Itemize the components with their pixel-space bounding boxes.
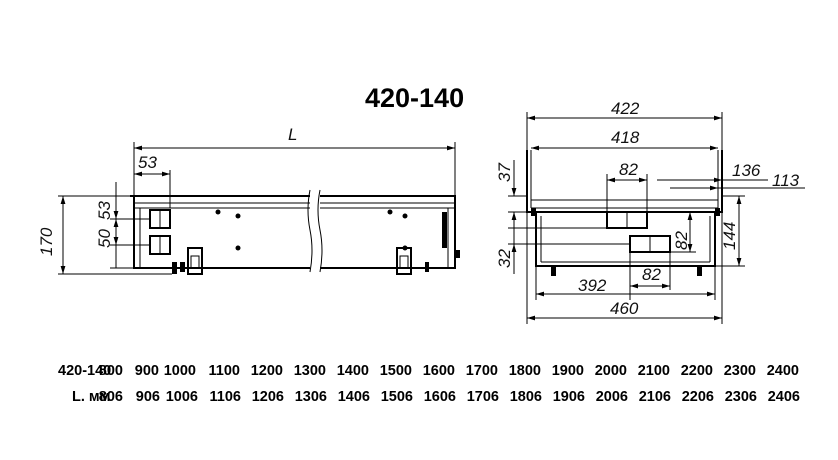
- row1-cell-16: 2300: [724, 363, 756, 379]
- row2-cell-5: 1206: [252, 389, 284, 405]
- row2-cell-11: 1806: [510, 389, 542, 405]
- row1-cell-1: 800: [99, 363, 123, 379]
- dim-422: 422: [611, 99, 640, 118]
- dim-53-side: 53: [95, 201, 114, 220]
- dim-length: L: [288, 125, 297, 144]
- dim-53-top: 53: [138, 153, 157, 172]
- row1-cell-14: 2100: [638, 363, 670, 379]
- dim-82-top: 82: [619, 160, 638, 179]
- row1-cell-4: 1100: [209, 363, 240, 379]
- row1-cell-10: 1700: [466, 363, 498, 379]
- row2-cell-15: 2206: [682, 389, 714, 405]
- side-view: 422 418 82 136 113 37 32 82: [495, 99, 805, 324]
- dim-82-side: 82: [672, 231, 691, 250]
- row1-cell-17: 2400: [767, 363, 799, 379]
- row2-cell-14: 2106: [639, 389, 671, 405]
- row1-cell-0: 420-140: [58, 363, 111, 379]
- row2-cell-10: 1706: [467, 389, 499, 405]
- dim-170: 170: [37, 227, 56, 256]
- front-view: L 53 170 53 50: [37, 125, 460, 275]
- row2-cell-9: 1606: [424, 389, 456, 405]
- row2-cell-17: 2406: [768, 389, 800, 405]
- dim-37: 37: [495, 163, 514, 182]
- row2-cell-4: 1106: [210, 389, 241, 405]
- dim-32: 32: [495, 249, 514, 268]
- row2-cell-1: 806: [99, 389, 123, 405]
- model-title: 420-140: [365, 83, 464, 113]
- row2-cell-12: 1906: [553, 389, 585, 405]
- dim-460: 460: [610, 299, 639, 318]
- row1-cell-12: 1900: [552, 363, 584, 379]
- row2-cell-6: 1306: [295, 389, 327, 405]
- row1-cell-15: 2200: [681, 363, 713, 379]
- dim-418: 418: [611, 128, 640, 147]
- row1-cell-6: 1300: [294, 363, 326, 379]
- dim-144: 144: [720, 222, 739, 250]
- dim-392: 392: [578, 276, 607, 295]
- dim-50: 50: [95, 229, 114, 248]
- row1-cell-3: 1000: [164, 363, 196, 379]
- dim-113: 113: [772, 171, 800, 190]
- row1-cell-8: 1500: [380, 363, 412, 379]
- row1-cell-5: 1200: [251, 363, 283, 379]
- row2-cell-16: 2306: [725, 389, 757, 405]
- dim-82-bottom: 82: [642, 265, 661, 284]
- row2-cell-7: 1406: [338, 389, 370, 405]
- dim-136: 136: [732, 161, 761, 180]
- row2-cell-0: L. мм: [72, 389, 110, 405]
- row2-cell-8: 1506: [381, 389, 413, 405]
- row1-cell-13: 2000: [595, 363, 627, 379]
- row2-cell-13: 2006: [596, 389, 628, 405]
- row1-cell-2: 900: [135, 363, 159, 379]
- row1-cell-7: 1400: [337, 363, 369, 379]
- row2-cell-3: 1006: [166, 389, 198, 405]
- row1-cell-9: 1600: [423, 363, 455, 379]
- row1-cell-11: 1800: [509, 363, 541, 379]
- row2-cell-2: 906: [136, 389, 160, 405]
